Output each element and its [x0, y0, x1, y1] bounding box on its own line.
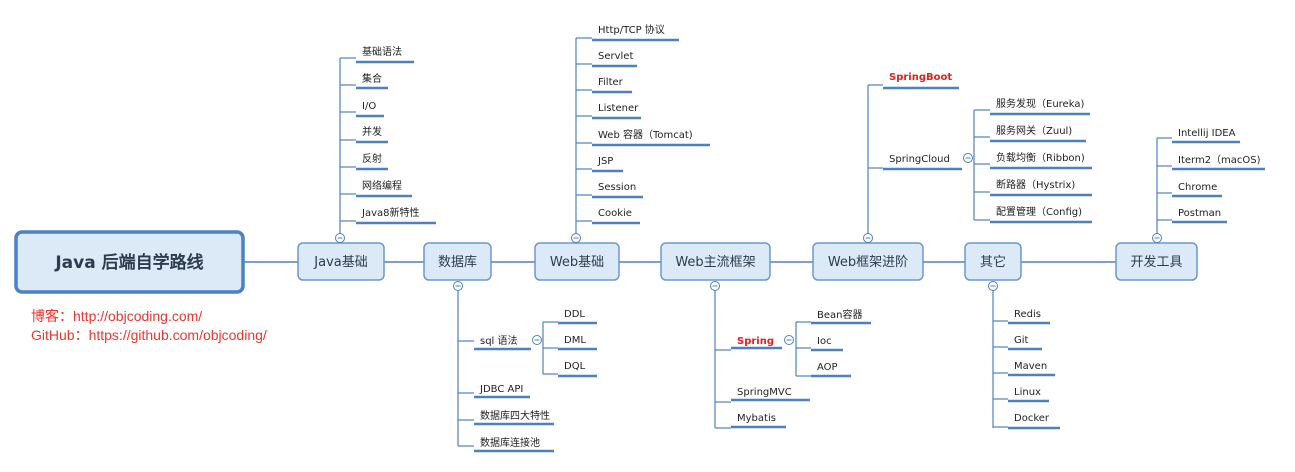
web-basics-item: Http/TCP 协议 — [598, 23, 665, 36]
others-item: Redis — [1014, 309, 1041, 320]
topic-others[interactable]: 其它 — [964, 242, 1022, 281]
root-node[interactable]: Java 后端自学路线 — [14, 230, 245, 294]
springcloud-node: SpringCloud — [889, 154, 950, 165]
topic-web-basics[interactable]: Web基础 — [534, 242, 620, 281]
web-basics-item: Servlet — [598, 51, 633, 62]
java-basics-item: 反射 — [362, 153, 382, 165]
sql-child: DML — [564, 335, 586, 346]
topic-label: Web基础 — [550, 255, 604, 270]
dev-tool-item: Chrome — [1178, 182, 1217, 193]
web-basics-item: JSP — [597, 156, 613, 167]
dev-tool-item: Intellij IDEA — [1178, 128, 1236, 139]
dev-tool-item: Postman — [1178, 208, 1221, 219]
blog-link[interactable]: 博客：http://objcoding.com/ — [31, 308, 203, 324]
java-basics-item: 基础语法 — [362, 45, 402, 58]
framework-item: Mybatis — [737, 413, 776, 424]
sql-child: DDL — [564, 309, 585, 320]
database-branch: sql 语法 DDL DML DQL JDBC API 数据库四大特性 数据库连… — [457, 288, 597, 453]
topic-web-advanced[interactable]: Web框架进阶 — [812, 242, 924, 281]
web-basics-item: Filter — [598, 77, 624, 88]
topic-java-basics[interactable]: Java基础 — [297, 242, 385, 281]
java-basics-item: Java8新特性 — [361, 206, 420, 219]
database-item: 数据库连接池 — [480, 436, 540, 449]
web-basics-item: Cookie — [598, 208, 632, 219]
topic-dev-tools[interactable]: 开发工具 — [1115, 242, 1198, 281]
spring-node: Spring — [737, 336, 774, 347]
spring-child: Ioc — [817, 336, 832, 347]
java-basics-branch: 基础语法 集合 I/O 并发 反射 网络编程 Java8新特性 — [339, 45, 436, 236]
spring-child: AOP — [817, 362, 838, 373]
others-item: Git — [1014, 335, 1029, 346]
sql-node: sql 语法 — [480, 334, 518, 347]
topic-label: 开发工具 — [1130, 254, 1182, 270]
framework-item: SpringMVC — [737, 387, 792, 398]
web-basics-branch: Http/TCP 协议 Servlet Filter Listener Web … — [575, 23, 710, 236]
others-item: Linux — [1014, 387, 1041, 398]
springcloud-child: 负载均衡（Ribbon) — [996, 151, 1085, 164]
database-item: JDBC API — [479, 384, 523, 395]
web-advanced-branch: SpringBoot SpringCloud 服务发现（Eureka) 服务网关… — [867, 72, 1092, 236]
topic-label: Web框架进阶 — [828, 255, 908, 270]
springcloud-child: 服务网关（Zuul) — [996, 124, 1072, 137]
java-basics-item: 集合 — [362, 72, 382, 85]
web-basics-item: Session — [598, 182, 636, 193]
others-item: Maven — [1014, 361, 1047, 372]
topic-label: 数据库 — [438, 254, 477, 270]
topic-web-frameworks[interactable]: Web主流框架 — [660, 242, 771, 281]
topic-label: Web主流框架 — [675, 255, 755, 270]
sql-child: DQL — [564, 361, 586, 372]
web-frameworks-branch: Spring Bean容器 Ioc AOP SpringMVC Mybatis — [714, 288, 871, 429]
dev-tools-branch: Intellij IDEA Iterm2（macOS) Chrome Postm… — [1156, 128, 1265, 236]
others-branch: Redis Git Maven Linux Docker — [992, 288, 1060, 430]
others-item: Docker — [1014, 413, 1050, 424]
web-basics-item: Web 容器（Tomcat) — [598, 128, 693, 141]
java-basics-item: I/O — [362, 101, 376, 112]
springcloud-child: 配置管理（Config) — [996, 205, 1082, 218]
springcloud-child: 断路器（Hystrix) — [996, 178, 1075, 191]
web-basics-item: Listener — [598, 103, 639, 114]
topic-label: 其它 — [980, 254, 1006, 270]
dev-tool-item: Iterm2（macOS) — [1178, 154, 1261, 166]
java-basics-item: 网络编程 — [362, 179, 402, 192]
database-item: 数据库四大特性 — [480, 409, 550, 422]
spring-child: Bean容器 — [817, 308, 862, 321]
java-basics-item: 并发 — [362, 125, 382, 138]
root-title: Java 后端自学路线 — [54, 252, 203, 273]
github-link[interactable]: GitHub：https://github.com/objcoding/ — [31, 327, 267, 343]
topic-database[interactable]: 数据库 — [423, 242, 492, 281]
springboot-node: SpringBoot — [889, 72, 952, 83]
topic-label: Java基础 — [313, 255, 367, 270]
springcloud-child: 服务发现（Eureka) — [996, 97, 1084, 110]
